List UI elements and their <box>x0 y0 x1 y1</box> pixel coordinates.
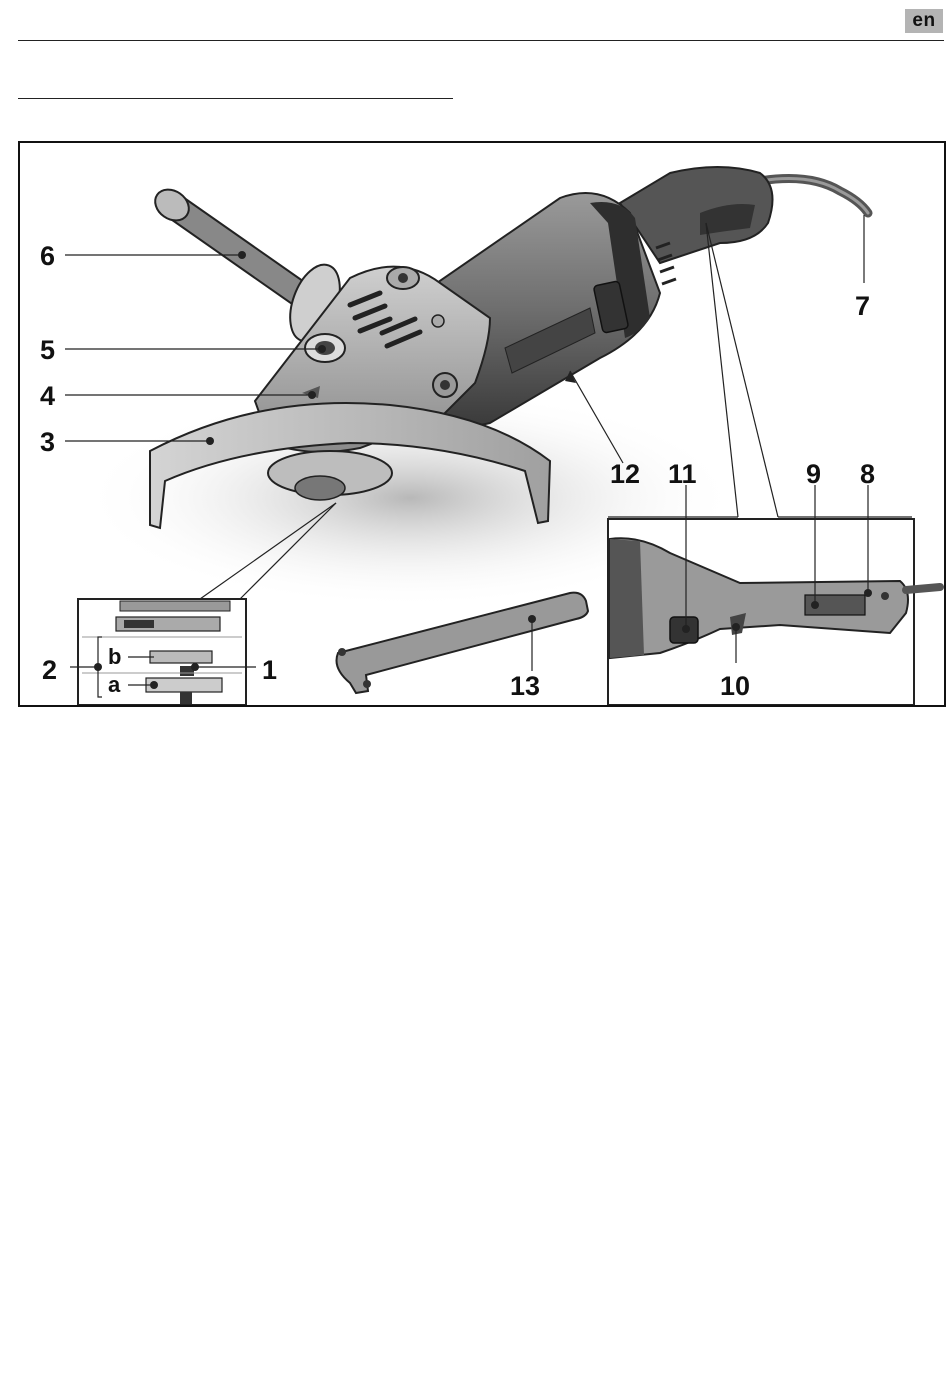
callout-3: 3 <box>40 427 55 457</box>
callout-11: 11 <box>668 459 697 489</box>
callout-11-dot <box>682 625 690 633</box>
callout-10-dot <box>732 623 740 631</box>
callout-13: 13 <box>510 671 540 701</box>
callout-10: 10 <box>720 671 750 701</box>
spanner-pin-2 <box>363 680 371 688</box>
callout-6-dot <box>238 251 246 259</box>
callout-5: 5 <box>40 335 55 365</box>
section-rule <box>18 98 453 99</box>
spanner-pin-1 <box>338 648 346 656</box>
callout-8-dot <box>864 589 872 597</box>
callout-2-dot <box>94 663 102 671</box>
top-thread-hole <box>398 273 408 283</box>
callout-7: 7 <box>855 291 870 321</box>
language-badge: en <box>905 9 943 33</box>
callout-a-dot <box>150 681 158 689</box>
callout-6: 6 <box>40 241 55 271</box>
callout-3-dot <box>206 437 214 445</box>
callout-9-dot <box>811 601 819 609</box>
callout-1: 1 <box>262 655 277 685</box>
head-screw <box>432 315 444 327</box>
callout-8: 8 <box>860 459 875 489</box>
callout-a: a <box>108 672 121 697</box>
callout-2: 2 <box>42 655 57 685</box>
callout-b: b <box>108 644 121 669</box>
two-pin-spanner <box>337 593 589 693</box>
callout-12: 12 <box>610 459 640 489</box>
callout-5-dot <box>318 345 326 353</box>
header-rule <box>18 40 944 41</box>
clamping-nut <box>295 476 345 500</box>
tool-illustration-figure: 6 5 4 3 7 12 11 9 8 10 13 2 1 b a <box>18 141 946 707</box>
side-thread-hole <box>440 380 450 390</box>
callout-13-dot <box>528 615 536 623</box>
callout-4: 4 <box>40 381 55 411</box>
callout-9: 9 <box>806 459 821 489</box>
power-cord <box>760 179 868 213</box>
callout-4-dot <box>308 391 316 399</box>
angle-grinder-illustration: 6 5 4 3 7 12 11 9 8 10 13 2 1 b a <box>20 143 944 705</box>
callout-1-dot <box>191 663 199 671</box>
